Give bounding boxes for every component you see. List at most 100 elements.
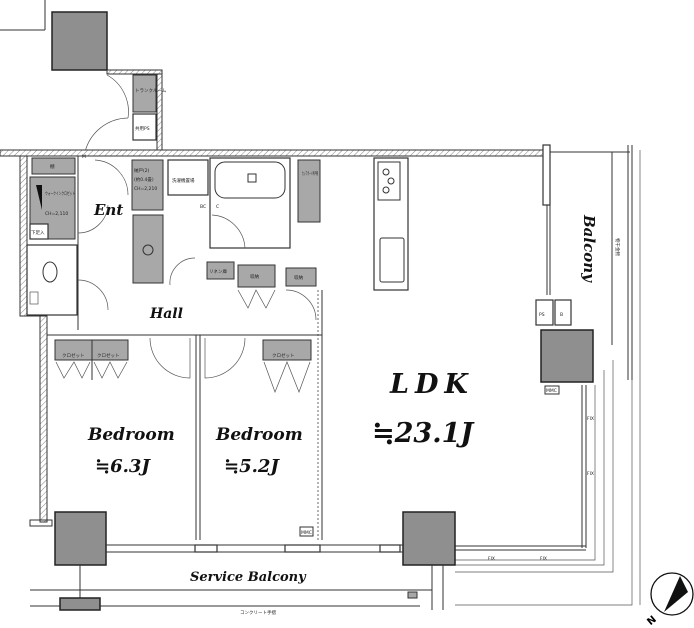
fix1-label: FIX [587,416,594,422]
mmc1-label: MMC [301,530,312,536]
bathtub-icon [214,161,286,199]
burner-icon [387,177,395,185]
door-swing [84,74,129,153]
mmc-box [299,526,314,537]
door-swing [169,257,196,286]
washstand [132,214,164,284]
wall-end [29,519,53,527]
door-swing [149,337,191,379]
closet2-label: クロゼット [97,352,120,359]
ps-box [535,299,554,326]
mmc2-label: MMC [546,388,557,394]
linen-closet [206,261,235,280]
linen-label: リネン庫 [209,268,227,275]
burner-icon [382,186,390,194]
folding-door [55,361,128,379]
folding-door [237,289,276,309]
cooktop-icon [377,161,401,201]
room-label-balcony: Balcony [580,214,598,283]
closet1-label: クロゼット [62,352,85,359]
window-pane [194,544,218,553]
bc-label: BC [200,204,206,210]
sink-icon [379,237,405,283]
trunk-room-label: トランクルーム [135,88,167,94]
common-ps [132,113,157,141]
window-pane [284,544,321,553]
storage-label: 納戸(2) [134,167,150,174]
door-swing [77,159,129,234]
storage-b [285,267,317,287]
shelf-label: 棚 [50,163,55,170]
cupboard-label: カップボード吊戸棚 [302,170,318,177]
room-label-bedroom1: Bedroom [87,425,175,445]
storage-size-label: (約0.4畳) [134,176,154,183]
storage-a [237,264,276,288]
cupboard [297,159,321,223]
concrete-rail-label: コンクリート手摺 [240,609,276,616]
folding-door [263,361,311,393]
c-label: C [216,204,219,210]
room-label-service-balcony: Service Balcony [190,570,307,585]
common-ps-label: 共用PS [135,125,150,132]
structural-column [54,511,107,566]
mmc-box [544,385,560,395]
corridor-wall [106,69,163,75]
exterior-wall-left-lower [39,315,48,523]
laundry-area [167,159,209,196]
door-swing [285,289,317,321]
room-area-ldk: ≒23.1J [372,418,475,449]
storage-ch-label: CH=2,210 [134,186,157,192]
storage-a-label: 収納 [250,273,259,280]
structural-column [402,511,456,566]
wic-label: ウォークインクロゼット [45,190,75,197]
fix4-label: FIX [540,556,547,562]
burner-icon [382,168,390,176]
shoe-box-label: 下足入 [31,230,45,236]
storage-b-label: 収納 [294,274,303,281]
closet3-label: クロゼット [272,352,295,359]
room-label-hall: Hall [149,306,183,322]
toilet-icon [42,261,58,283]
structural-column [59,597,101,611]
compass-needle [664,576,688,612]
room-label-entrance: Ent [93,201,123,219]
laundry-pole-label: 物干金物 [614,238,621,256]
neighbor-corridor [0,0,163,155]
shelf [31,157,76,175]
exterior-wall-left [19,155,28,317]
door-swing [211,214,246,249]
ps-label: PS [539,312,545,318]
meter-label: M [82,154,86,160]
door-swing [77,279,109,311]
wic-ch-label: CH=2,110 [45,211,68,217]
sliding-windows [194,544,401,553]
wash-basin-icon [142,244,154,256]
room-area-bedroom2: ≒5.2J [224,456,280,477]
compass-north-label: N [645,614,658,628]
closet-bedroom2 [262,339,312,361]
room-area-bedroom1: ≒6.3J [95,456,151,477]
room-label-bedroom2: Bedroom [215,425,303,445]
drain-icon [247,173,257,183]
window-pane [379,544,401,553]
fix3-label: FIX [488,556,495,562]
hand-basin-icon [29,291,39,305]
exterior-outline [455,150,641,606]
b-box [554,299,572,326]
storage-nando [131,159,164,211]
closet-shelf-mark [36,185,42,210]
structural-column [540,329,594,383]
drain-box [407,591,418,599]
shoe-box [29,223,49,240]
balcony-column-edge [542,144,551,206]
compass-north-icon: N [645,572,694,628]
toilet-room [26,244,78,316]
structural-column [51,11,108,71]
door-swing [204,337,246,379]
fix2-label: FIX [587,471,594,477]
room-label-ldk: LDK [389,369,474,400]
b-label: B [560,312,563,318]
corridor-wall [156,69,163,155]
trunk-room [132,74,157,113]
